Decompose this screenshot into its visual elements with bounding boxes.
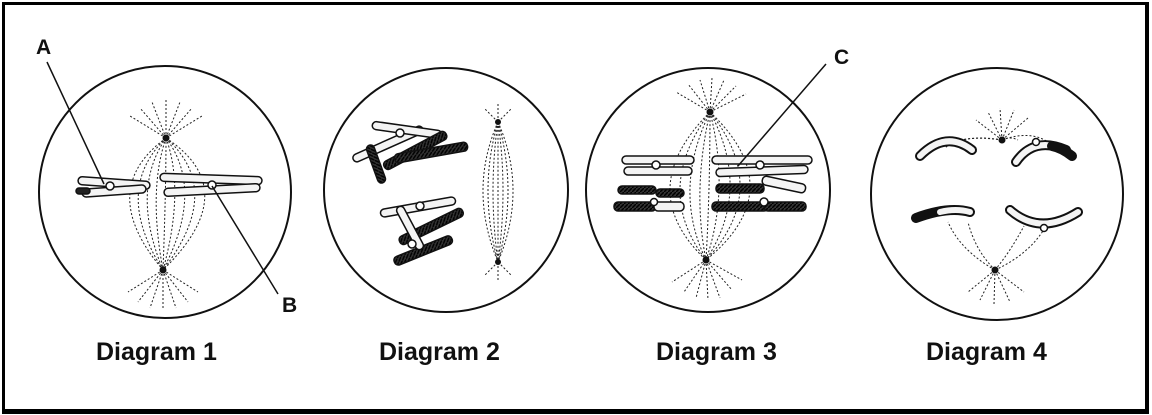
spindle-fibers-bottom [947,221,1047,271]
caption-diagram-3: Diagram 3 [656,338,777,366]
label-a: A [36,36,52,59]
label-b: B [282,294,298,317]
spindle-fibers [129,137,206,271]
centriole-top [706,108,714,116]
chromosome-left [75,176,151,198]
centriole-top [162,134,170,142]
chromosome-left [613,155,695,212]
centriole-top [998,136,1006,144]
pointer-line-b [211,185,279,295]
cell-outline [870,67,1124,321]
chromosome-group-upper [352,120,469,184]
diagram-1 [38,61,292,319]
chromatid-upper-left [915,136,977,161]
aster-top [483,104,513,123]
cell-outline [585,67,831,313]
cell-outline [38,65,292,319]
aster-bottom [671,259,743,301]
caption-diagram-4: Diagram 4 [926,338,1047,366]
chromatid-lower-right [1005,205,1083,233]
chromosome-right [159,172,263,198]
centriole-top [495,119,501,125]
chromosome-group-lower [379,196,465,266]
diagram-3 [585,63,831,313]
caption-diagram-1: Diagram 1 [96,338,217,366]
centriole-bottom [159,266,167,274]
aster-top [675,77,747,113]
label-c: C [834,46,850,69]
aster-bottom [483,261,513,280]
pointer-line-c [737,63,827,167]
diagram-2 [323,67,569,313]
caption-diagram-2: Diagram 2 [379,338,500,366]
aster-top [975,107,1029,141]
centriole-bottom [495,259,501,265]
aster-top [129,100,203,139]
centriole-bottom [991,266,999,274]
diagram-4 [870,67,1124,321]
spindle-fibers [482,121,514,263]
centriole-bottom [702,256,710,264]
cell-outline [323,67,569,313]
chromatid-lower-left [911,205,975,223]
pointer-line-a [46,61,105,185]
aster-bottom [127,269,199,310]
chromosome-right [711,155,813,212]
chromatid-upper-right [1011,137,1077,167]
aster-bottom [967,269,1025,305]
